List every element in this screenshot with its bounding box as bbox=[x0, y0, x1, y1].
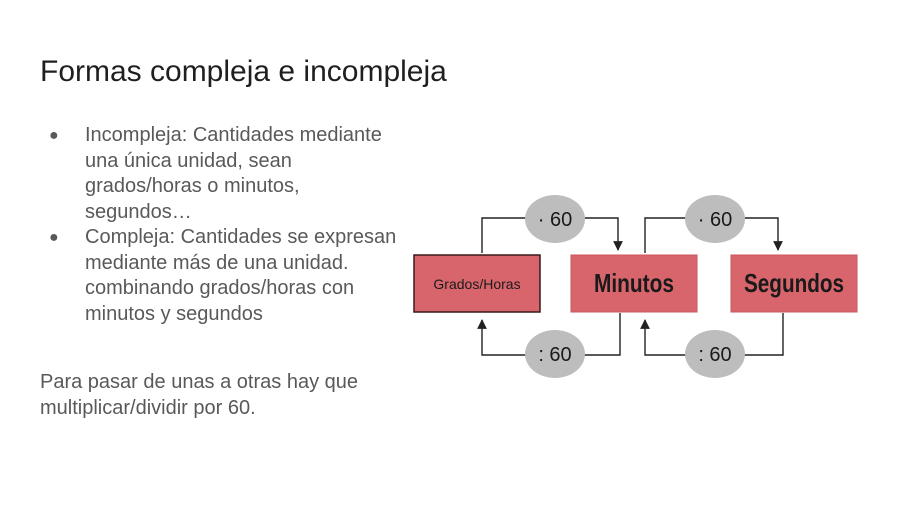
multiply-operation-1-label: · 60 bbox=[538, 209, 572, 231]
multiply-operation-2-label: · 60 bbox=[698, 209, 732, 231]
bullet-list: ● Incompleja: Cantidades mediante una ún… bbox=[40, 123, 410, 327]
bullet-item-compleja: ● Compleja: Cantidades se expresan media… bbox=[40, 225, 410, 327]
unit-box-grados-horas: Grados/Horas bbox=[413, 254, 541, 313]
unit-label-grados-horas: Grados/Horas bbox=[433, 276, 520, 292]
conversion-diagram: · 60 · 60 : 60 : 60 Grados/Horas Minutos… bbox=[413, 195, 858, 378]
divide-operation-2-label: : 60 bbox=[698, 344, 731, 366]
multiply-operation-1: · 60 bbox=[525, 195, 585, 243]
unit-label-segundos: Segundos bbox=[744, 268, 844, 298]
divide-operation-2: : 60 bbox=[685, 330, 745, 378]
slide-title: Formas compleja e incompleja bbox=[40, 55, 447, 88]
bullet-item-incompleja: ● Incompleja: Cantidades mediante una ún… bbox=[40, 123, 410, 225]
bullet-dot-icon: ● bbox=[49, 127, 59, 144]
bullet-text: Incompleja: Cantidades mediante una únic… bbox=[85, 124, 382, 223]
unit-label-minutos: Minutos bbox=[594, 268, 674, 298]
unit-box-minutos: Minutos bbox=[570, 254, 698, 313]
bullet-text: Compleja: Cantidades se expresan mediant… bbox=[85, 226, 397, 325]
divide-operation-1: : 60 bbox=[525, 330, 585, 378]
divide-operation-1-label: : 60 bbox=[538, 344, 571, 366]
conversion-note: Para pasar de unas a otras hay que multi… bbox=[40, 371, 358, 419]
unit-box-segundos: Segundos bbox=[730, 254, 858, 313]
multiply-operation-2: · 60 bbox=[685, 195, 745, 243]
bullet-dot-icon: ● bbox=[49, 229, 59, 246]
